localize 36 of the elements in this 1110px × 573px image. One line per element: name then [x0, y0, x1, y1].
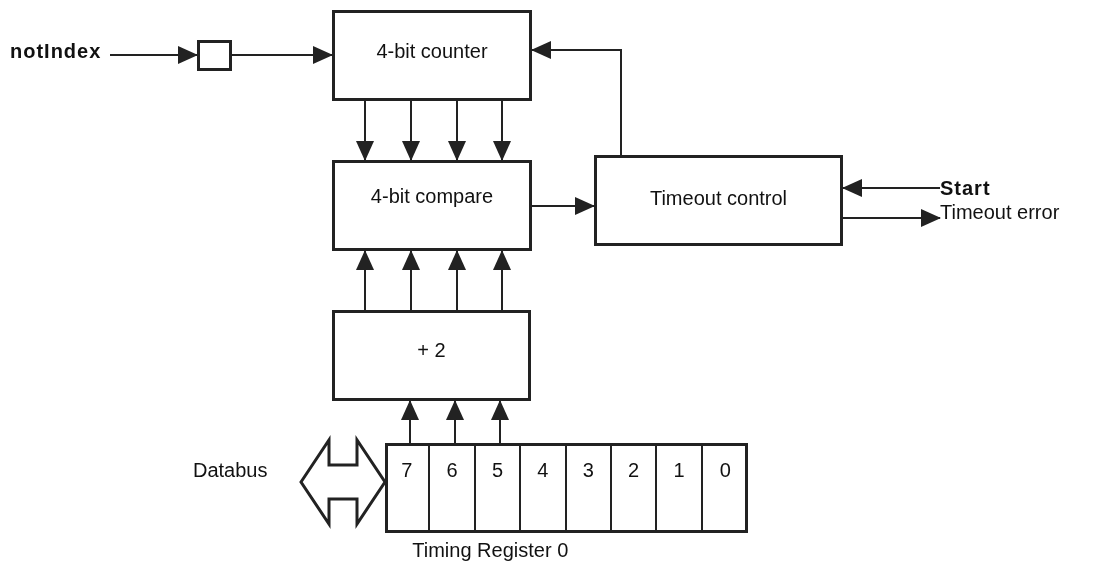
- arrow: [842, 179, 941, 197]
- bus-arrow: [299, 435, 387, 529]
- arrow: [448, 100, 466, 161]
- arrow: [109, 46, 198, 64]
- signal-label: Databus: [193, 458, 293, 482]
- arrow: [531, 197, 595, 215]
- arrow: [401, 400, 419, 444]
- register-bit: 0: [702, 443, 748, 533]
- process-box: 4-bit counter: [332, 10, 532, 101]
- arrow: [356, 250, 374, 311]
- register-bit: 1: [657, 443, 703, 533]
- arrow: [356, 100, 374, 161]
- signal-label: notIndex: [10, 38, 110, 64]
- register-bit: 6: [430, 443, 476, 533]
- process-box: Timeout control: [594, 155, 843, 246]
- arrow: [402, 250, 420, 311]
- register-bit: 3: [566, 443, 612, 533]
- arrow: [446, 400, 464, 444]
- register-caption: Timing Register 0: [412, 539, 569, 562]
- signal-label: Timeout error: [940, 200, 1110, 224]
- arrow: [231, 46, 333, 64]
- arrow: [402, 100, 420, 161]
- latch-box: [197, 40, 232, 71]
- process-box: + 2: [332, 310, 531, 401]
- register-bit: 7: [385, 443, 431, 533]
- signal-label: Start: [940, 176, 1010, 200]
- arrow: [448, 250, 466, 311]
- register-bit: 2: [611, 443, 658, 533]
- arrow: [491, 400, 509, 444]
- process-box: 4-bit compare: [332, 160, 532, 251]
- arrow: [493, 250, 511, 311]
- arrow: [493, 100, 511, 161]
- arrow: [842, 209, 941, 227]
- register-bit: 4: [521, 443, 567, 533]
- arrow: [531, 41, 622, 156]
- register-bit: 5: [475, 443, 522, 533]
